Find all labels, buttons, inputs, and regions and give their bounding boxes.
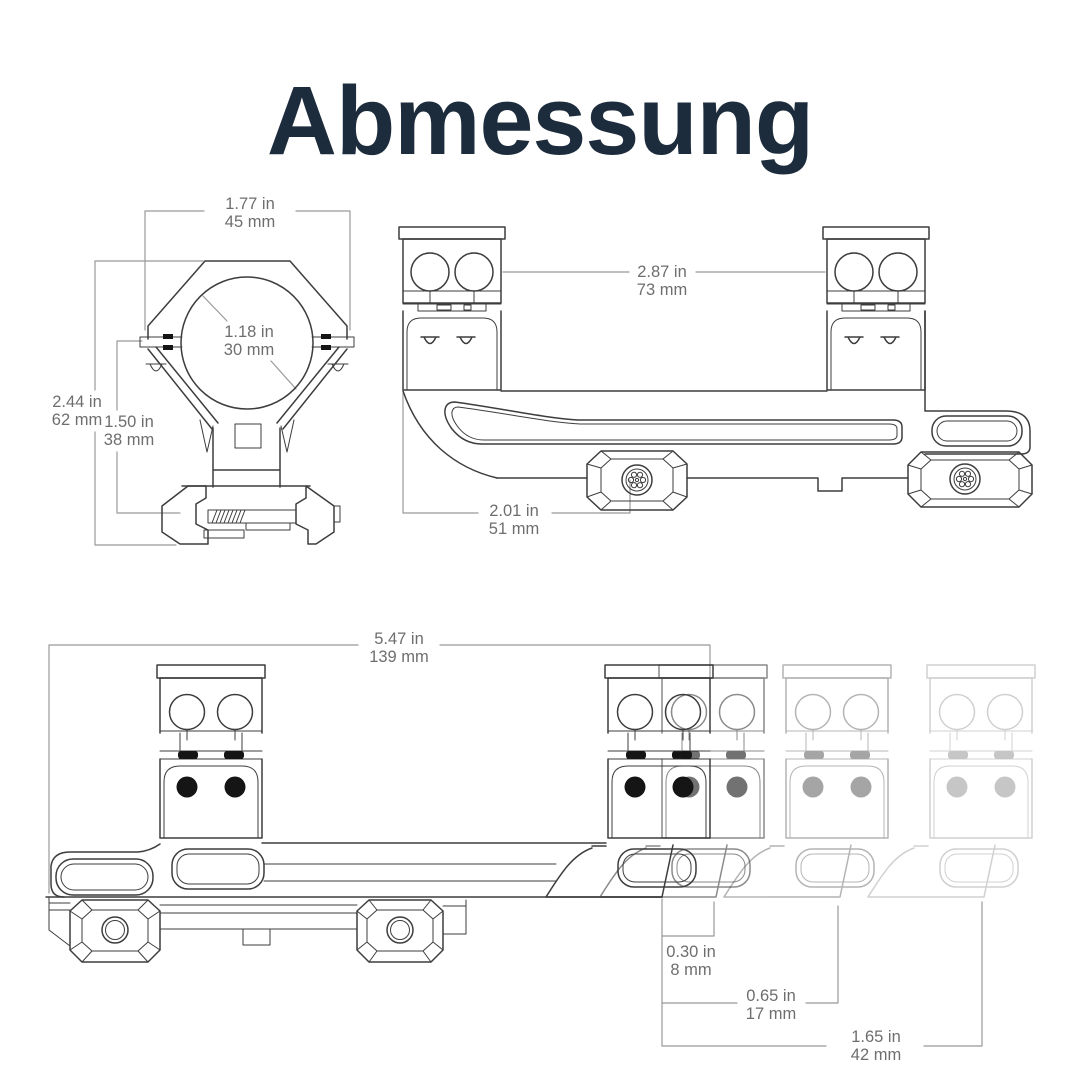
dim-overall-length-mm: 139 mm xyxy=(369,648,429,666)
dim-center-height-in: 1.50 in xyxy=(104,413,154,431)
dim-center-height: 1.50 in 38 mm xyxy=(104,413,154,449)
offset-view-drawing xyxy=(45,664,1036,963)
dim-offset-large-in: 1.65 in xyxy=(851,1028,901,1046)
dim-offset-medium-mm: 17 mm xyxy=(745,1005,797,1023)
dim-cantilever-offset-mm: 51 mm xyxy=(488,520,540,538)
dim-cantilever-offset: 2.01 in 51 mm xyxy=(489,502,539,538)
dim-inner-diameter-in: 1.18 in xyxy=(224,323,274,341)
dim-overall-length: 5.47 in 139 mm xyxy=(369,630,429,666)
side-view-drawing xyxy=(398,226,1033,511)
dim-ring-spacing: 2.87 in 73 mm xyxy=(637,263,687,299)
dim-offset-medium: 0.65 in 17 mm xyxy=(746,987,796,1023)
dim-total-height: 2.44 in 62 mm xyxy=(52,393,102,429)
dim-ring-spacing-mm: 73 mm xyxy=(636,281,688,299)
dim-offset-large-mm: 42 mm xyxy=(850,1046,902,1064)
dim-total-height-mm: 62 mm xyxy=(51,411,103,429)
front-view-drawing xyxy=(139,260,355,545)
dim-ring-width-in: 1.77 in xyxy=(225,195,275,213)
dim-offset-small-mm: 8 mm xyxy=(670,961,712,979)
page-title: Abmessung xyxy=(266,66,814,175)
dim-center-height-mm: 38 mm xyxy=(103,431,155,449)
dimension-lines xyxy=(48,210,983,1047)
dim-ring-spacing-in: 2.87 in xyxy=(637,263,687,281)
dim-offset-medium-in: 0.65 in xyxy=(746,987,796,1005)
dim-cantilever-offset-in: 2.01 in xyxy=(489,502,539,520)
dim-overall-length-in: 5.47 in xyxy=(374,630,424,648)
dim-offset-small-in: 0.30 in xyxy=(666,943,716,961)
dim-ring-width: 1.77 in 45 mm xyxy=(225,195,275,231)
dim-inner-diameter: 1.18 in 30 mm xyxy=(224,323,274,359)
dim-offset-large: 1.65 in 42 mm xyxy=(851,1028,901,1064)
dim-inner-diameter-mm: 30 mm xyxy=(223,341,275,359)
dim-ring-width-mm: 45 mm xyxy=(224,213,276,231)
dim-total-height-in: 2.44 in xyxy=(52,393,102,411)
dim-offset-small: 0.30 in 8 mm xyxy=(666,943,716,979)
